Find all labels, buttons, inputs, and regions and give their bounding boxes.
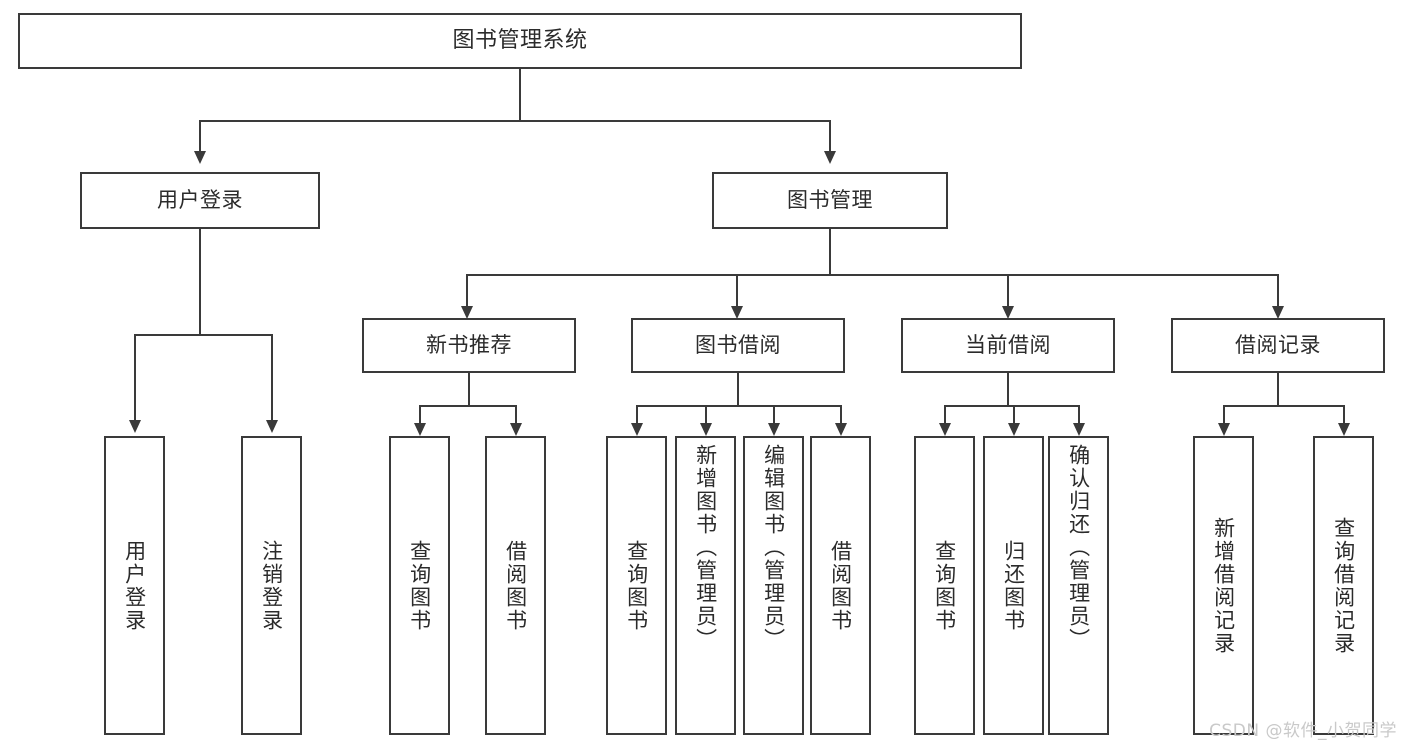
connector-user-login-leaf1 [134, 334, 136, 422]
connector-book-borrow-stem [737, 373, 739, 406]
leaf-new-book-rec-2[interactable]: 借阅图书 [485, 436, 546, 735]
connector-borrow-record-stem [1277, 373, 1279, 406]
node-book-borrow[interactable]: 图书借阅 [631, 318, 845, 373]
leaf-current-borrow-3[interactable]: 确认归还（管理员） [1048, 436, 1109, 735]
connector-current-borrow-leaf2 [1013, 405, 1015, 427]
leaf-borrow-record-2-label: 查询借阅记录 [1331, 516, 1356, 655]
node-root-label: 图书管理系统 [452, 28, 588, 54]
connector-current-borrow-leaf1 [944, 405, 946, 427]
node-user-login-label: 用户登录 [157, 188, 243, 213]
arrowhead-book-borrow-leaf3 [768, 423, 780, 436]
node-new-book-rec[interactable]: 新书推荐 [362, 318, 576, 373]
leaf-user-login-1-label: 用户登录 [122, 539, 147, 632]
leaf-current-borrow-2[interactable]: 归还图书 [983, 436, 1044, 735]
connector-drop-book-manage [829, 120, 831, 153]
connector-book-manage-stem [829, 229, 831, 275]
leaf-borrow-record-1[interactable]: 新增借阅记录 [1193, 436, 1254, 735]
connector-current-borrow-bus [944, 405, 1080, 407]
arrowhead-borrow-record-leaf1 [1218, 423, 1230, 436]
arrowhead-user-login-leaf1 [129, 420, 141, 433]
connector-current-borrow-leaf3 [1078, 405, 1080, 427]
connector-level3-bus [466, 274, 1279, 276]
leaf-book-borrow-1-label: 查询图书 [624, 539, 649, 632]
connector-borrow-record-leaf1 [1223, 405, 1225, 427]
leaf-current-borrow-1-label: 查询图书 [932, 539, 957, 632]
arrowhead-new-book-rec-leaf2 [510, 423, 522, 436]
connector-borrow-record-leaf2 [1343, 405, 1345, 427]
arrowhead-book-borrow [731, 306, 743, 319]
arrowhead-borrow-record-leaf2 [1338, 423, 1350, 436]
connector-book-borrow-leaf1 [636, 405, 638, 427]
connector-new-book-rec-leaf1 [419, 405, 421, 427]
leaf-book-borrow-2[interactable]: 新增图书（管理员） [675, 436, 736, 735]
leaf-book-borrow-4[interactable]: 借阅图书 [810, 436, 871, 735]
arrowhead-book-borrow-leaf4 [835, 423, 847, 436]
connector-book-borrow-leaf4 [840, 405, 842, 427]
node-current-borrow[interactable]: 当前借阅 [901, 318, 1115, 373]
leaf-current-borrow-3-label: 确认归还（管理员） [1066, 444, 1091, 651]
connector-book-borrow-leaf3 [773, 405, 775, 427]
arrowhead-current-borrow-leaf2 [1008, 423, 1020, 436]
node-book-manage[interactable]: 图书管理 [712, 172, 948, 229]
connector-new-book-rec-bus [419, 405, 517, 407]
arrowhead-book-manage [824, 151, 836, 164]
arrowhead-book-borrow-leaf2 [700, 423, 712, 436]
node-new-book-rec-label: 新书推荐 [426, 333, 512, 358]
connector-book-borrow-leaf2 [705, 405, 707, 427]
leaf-book-borrow-2-label: 新增图书（管理员） [693, 444, 718, 651]
leaf-user-login-2-label: 注销登录 [259, 539, 284, 632]
node-current-borrow-label: 当前借阅 [965, 333, 1051, 358]
arrowhead-new-book-rec [461, 306, 473, 319]
node-borrow-record[interactable]: 借阅记录 [1171, 318, 1385, 373]
node-borrow-record-label: 借阅记录 [1235, 333, 1321, 358]
leaf-current-borrow-1[interactable]: 查询图书 [914, 436, 975, 735]
arrowhead-borrow-record [1272, 306, 1284, 319]
node-root[interactable]: 图书管理系统 [18, 13, 1022, 69]
connector-new-book-rec-leaf2 [515, 405, 517, 427]
connector-user-login-bus [134, 334, 271, 336]
connector-root-stem [519, 69, 521, 120]
arrowhead-user-login-leaf2 [266, 420, 278, 433]
connector-borrow-record-bus [1223, 405, 1345, 407]
connector-new-book-rec-stem [468, 373, 470, 406]
arrowhead-current-borrow-leaf1 [939, 423, 951, 436]
leaf-book-borrow-3-label: 编辑图书（管理员） [761, 444, 786, 651]
connector-current-borrow-stem [1007, 373, 1009, 406]
arrowhead-user-login [194, 151, 206, 164]
leaf-current-borrow-2-label: 归还图书 [1001, 539, 1026, 632]
arrowhead-new-book-rec-leaf1 [414, 423, 426, 436]
leaf-borrow-record-1-label: 新增借阅记录 [1211, 516, 1236, 655]
leaf-borrow-record-2[interactable]: 查询借阅记录 [1313, 436, 1374, 735]
leaf-user-login-1[interactable]: 用户登录 [104, 436, 165, 735]
node-book-borrow-label: 图书借阅 [695, 333, 781, 358]
arrowhead-book-borrow-leaf1 [631, 423, 643, 436]
connector-user-login-leaf2 [271, 334, 273, 422]
leaf-new-book-rec-1-label: 查询图书 [407, 539, 432, 632]
connector-drop-new-book-rec [466, 274, 468, 308]
leaf-new-book-rec-1[interactable]: 查询图书 [389, 436, 450, 735]
leaf-book-borrow-3[interactable]: 编辑图书（管理员） [743, 436, 804, 735]
connector-user-login-stem [199, 229, 201, 335]
connector-drop-book-borrow [736, 274, 738, 308]
connector-drop-user-login [199, 120, 201, 153]
arrowhead-current-borrow-leaf3 [1073, 423, 1085, 436]
leaf-book-borrow-1[interactable]: 查询图书 [606, 436, 667, 735]
leaf-book-borrow-4-label: 借阅图书 [828, 539, 853, 632]
leaf-new-book-rec-2-label: 借阅图书 [503, 539, 528, 632]
node-user-login[interactable]: 用户登录 [80, 172, 320, 229]
connector-book-borrow-bus [636, 405, 842, 407]
node-book-manage-label: 图书管理 [787, 188, 873, 213]
connector-drop-current-borrow [1007, 274, 1009, 308]
connector-drop-borrow-record [1277, 274, 1279, 308]
leaf-user-login-2[interactable]: 注销登录 [241, 436, 302, 735]
arrowhead-current-borrow [1002, 306, 1014, 319]
connector-level2-bus [199, 120, 831, 122]
